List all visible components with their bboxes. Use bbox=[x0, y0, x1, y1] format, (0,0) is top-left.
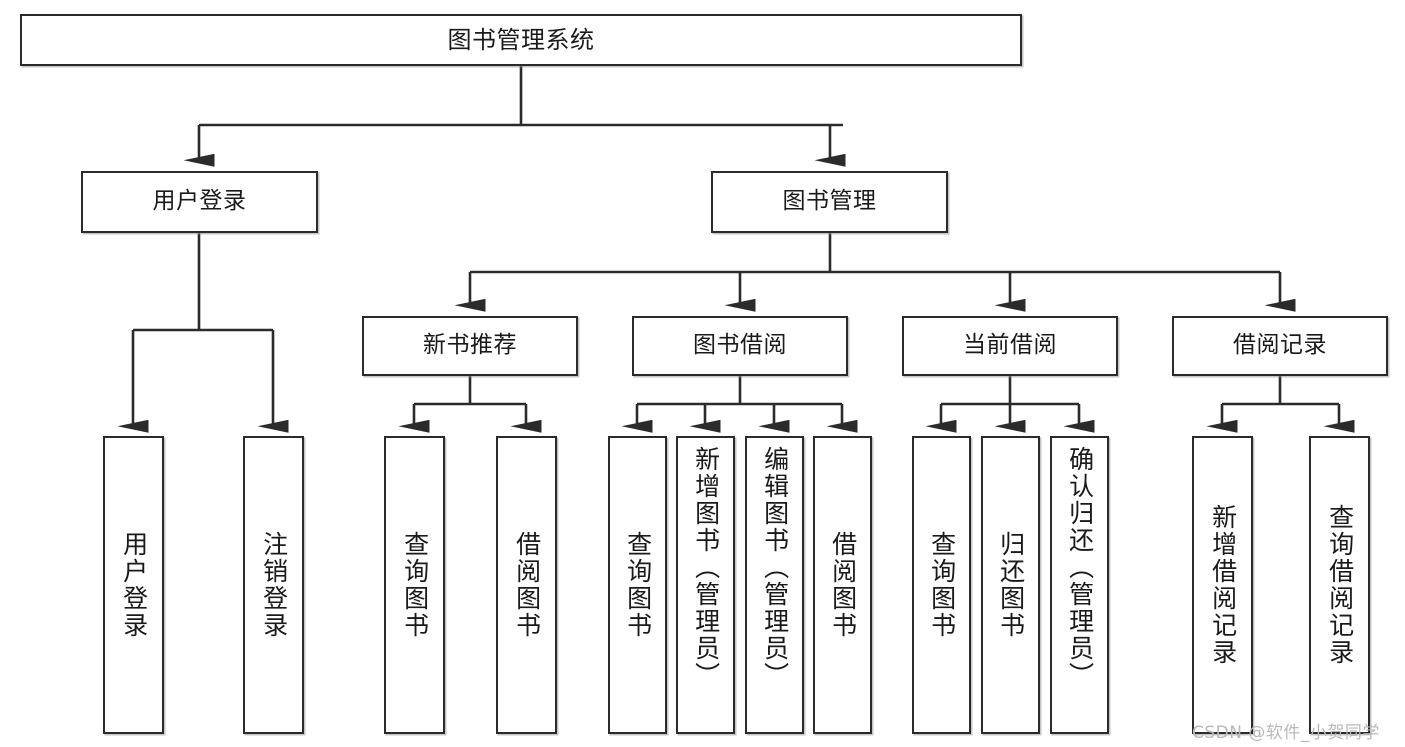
node-root[interactable]: 图书管理系统 bbox=[20, 14, 1022, 66]
leaf-query-book-1[interactable]: 查询图书 bbox=[384, 436, 445, 734]
leaf-return-book-label: 归还图书 bbox=[996, 531, 1026, 639]
leaf-user-login[interactable]: 用户登录 bbox=[103, 436, 164, 734]
csdn-watermark: CSDN @软件_小贺同学 bbox=[1192, 723, 1380, 743]
node-borrow-record[interactable]: 借阅记录 bbox=[1172, 316, 1388, 376]
leaf-borrow-book-1[interactable]: 借阅图书 bbox=[496, 436, 557, 734]
node-new-book-recommend-label: 新书推荐 bbox=[423, 332, 517, 359]
leaf-user-login-label: 用户登录 bbox=[119, 531, 149, 639]
node-root-label: 图书管理系统 bbox=[447, 25, 595, 54]
node-current-borrow-label: 当前借阅 bbox=[963, 332, 1057, 359]
node-book-management-label: 图书管理 bbox=[782, 188, 877, 215]
leaf-query-book-2[interactable]: 查询图书 bbox=[608, 436, 667, 734]
leaf-query-book-2-label: 查询图书 bbox=[623, 531, 653, 639]
leaf-logout-label: 注销登录 bbox=[259, 531, 289, 639]
node-current-borrow[interactable]: 当前借阅 bbox=[902, 316, 1118, 376]
leaf-borrow-book-1-label: 借阅图书 bbox=[512, 531, 542, 639]
leaf-add-book-label: 新增图书（管理员） bbox=[691, 446, 721, 689]
leaf-return-book[interactable]: 归还图书 bbox=[981, 436, 1040, 734]
leaf-query-book-3[interactable]: 查询图书 bbox=[912, 436, 971, 734]
leaf-logout[interactable]: 注销登录 bbox=[243, 436, 304, 734]
node-book-borrow[interactable]: 图书借阅 bbox=[632, 316, 848, 376]
leaf-add-record-label: 新增借阅记录 bbox=[1208, 504, 1238, 666]
node-user-login[interactable]: 用户登录 bbox=[81, 171, 318, 233]
node-book-management[interactable]: 图书管理 bbox=[711, 171, 948, 233]
node-new-book-recommend[interactable]: 新书推荐 bbox=[362, 316, 578, 376]
node-user-login-label: 用户登录 bbox=[152, 188, 247, 215]
leaf-edit-book[interactable]: 编辑图书（管理员） bbox=[745, 436, 804, 734]
leaf-edit-book-label: 编辑图书（管理员） bbox=[760, 446, 790, 689]
leaf-confirm-return-label: 确认归还（管理员） bbox=[1065, 446, 1095, 689]
leaf-borrow-book-2-label: 借阅图书 bbox=[828, 531, 858, 639]
leaf-query-record[interactable]: 查询借阅记录 bbox=[1309, 436, 1370, 734]
leaf-add-record[interactable]: 新增借阅记录 bbox=[1192, 436, 1253, 734]
leaf-query-book-3-label: 查询图书 bbox=[927, 531, 957, 639]
leaf-add-book[interactable]: 新增图书（管理员） bbox=[676, 436, 735, 734]
leaf-query-book-1-label: 查询图书 bbox=[400, 531, 430, 639]
node-borrow-record-label: 借阅记录 bbox=[1233, 332, 1327, 359]
node-book-borrow-label: 图书借阅 bbox=[693, 332, 787, 359]
leaf-query-record-label: 查询借阅记录 bbox=[1325, 504, 1355, 666]
leaf-borrow-book-2[interactable]: 借阅图书 bbox=[813, 436, 872, 734]
leaf-confirm-return[interactable]: 确认归还（管理员） bbox=[1050, 436, 1109, 734]
